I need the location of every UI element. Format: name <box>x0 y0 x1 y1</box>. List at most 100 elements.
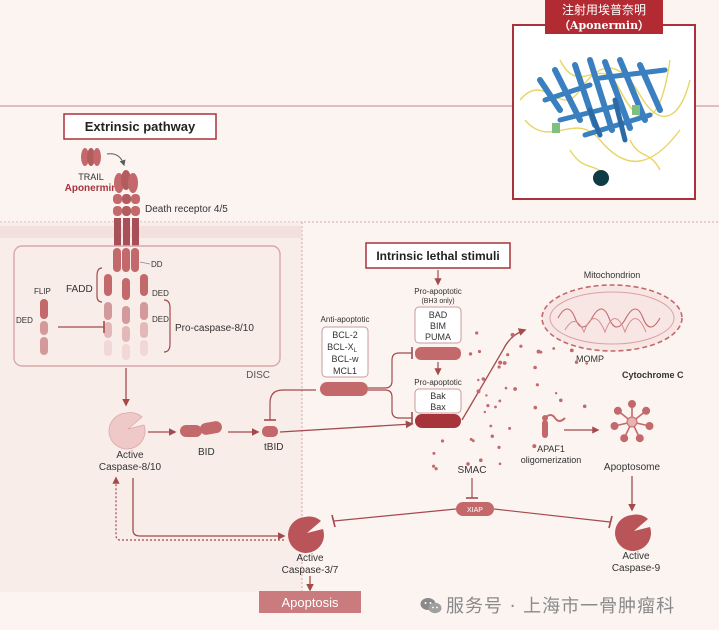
xiap-inhibits-casp37-line <box>333 508 457 522</box>
pro-apoptotic-label: Pro-apoptotic <box>414 378 462 387</box>
molecule-dot <box>479 458 483 463</box>
apoptosis-box <box>259 591 361 613</box>
procaspase-label: Pro-caspase-8/10 <box>175 323 254 334</box>
apoptosome <box>610 400 654 443</box>
active-caspase-37-shape <box>288 516 325 553</box>
caspase8-to-caspase37-arrow <box>132 478 286 540</box>
molecule-dot <box>504 386 508 390</box>
active-caspase-37-line2: Caspase-3/7 <box>282 565 339 576</box>
tbid-protein <box>262 426 278 437</box>
molecule-dot <box>554 392 558 395</box>
cell-membrane <box>0 226 302 238</box>
fadd-proteins <box>104 274 148 300</box>
inset-title-en: （Aponermin） <box>559 19 649 32</box>
bax-protein <box>415 414 461 428</box>
aponermin-label: Aponermin <box>65 183 118 194</box>
apaf1-protein <box>542 414 566 438</box>
apaf1-line2: oligomerization <box>521 455 582 465</box>
watermark: 服务号 · 上海市一骨肿瘤科 <box>420 592 675 618</box>
molecule-dot <box>582 404 587 409</box>
molecule-dot <box>569 348 574 353</box>
molecule-dot <box>468 352 473 356</box>
molecule-dot <box>533 365 537 370</box>
wechat-icon <box>420 598 442 614</box>
molecule-dot <box>559 398 563 403</box>
anti-inhibits-bax-line <box>368 389 412 419</box>
molecule-dot <box>535 383 540 387</box>
anti-item-1: BCL-2 <box>332 330 358 340</box>
bh3-title-line2: (BH3 only) <box>421 298 454 305</box>
molecule-dot <box>498 462 502 466</box>
bh3-item-3: PUMA <box>425 332 451 342</box>
bh3-title-line1: Pro-apoptotic <box>414 287 462 296</box>
anti-item-2: BCL-XL <box>327 342 358 354</box>
fadd-bracket <box>96 267 103 303</box>
molecule-dot <box>477 349 482 354</box>
molecule-dot <box>471 439 475 443</box>
active-caspase-9-line1: Active <box>622 551 650 562</box>
anti-inhibits-bh3-line <box>368 352 412 389</box>
apoptosome-subunit <box>610 422 619 430</box>
apoptosome-subunit <box>620 434 629 443</box>
molecule-dot <box>434 467 438 471</box>
active-caspase-37-line1: Active <box>296 553 324 564</box>
mitochondrion <box>541 284 683 352</box>
tbid-to-bax-arrow <box>279 420 414 433</box>
bh3-item-1: BAD <box>429 310 448 320</box>
dd-leader <box>139 261 151 265</box>
apoptosome-subunit <box>628 400 636 408</box>
molecule-dot <box>536 349 541 354</box>
intrinsic-title-box <box>365 242 511 269</box>
molecule-dot <box>498 399 502 403</box>
effector-item-2: Bax <box>430 402 446 412</box>
death-receptor-label: Death receptor 4/5 <box>145 204 228 215</box>
dd-label: DD <box>151 260 163 269</box>
flip-label: FLIP <box>34 287 51 296</box>
ded-right-label: DED <box>152 315 169 324</box>
binding-arrow <box>106 153 126 167</box>
molecule-dot <box>585 362 588 365</box>
molecule-dot <box>440 439 445 443</box>
xiap-label: XIAP <box>467 507 483 514</box>
molecule-dot <box>532 444 537 449</box>
bid-label: BID <box>198 447 215 458</box>
molecule-dot <box>490 434 494 438</box>
procaspase-proteins <box>104 302 148 360</box>
anti-item-3: BCL-w <box>331 354 359 364</box>
anti-inhibits-tbid-line <box>269 389 316 420</box>
molecule-dot <box>432 451 436 455</box>
xiap-inhibits-casp37-bar <box>331 514 336 528</box>
active-caspase-8-shape <box>108 412 146 450</box>
molecule-dot <box>497 445 501 449</box>
disc-label: DISC <box>246 370 270 381</box>
disc-box <box>13 245 281 367</box>
molecule-dot <box>481 377 486 381</box>
anti-apoptotic-label: Anti-apoptotic <box>321 315 370 324</box>
momp-label: MOMP <box>576 354 604 364</box>
extrinsic-region <box>0 222 302 592</box>
molecule-dot <box>519 344 523 348</box>
molecule-dot <box>489 424 493 428</box>
ded-left-label: DED <box>16 316 33 325</box>
ded-label: DED <box>152 289 169 298</box>
bh3-protein <box>415 347 461 360</box>
anti-item-4: MCL1 <box>333 366 357 376</box>
extrinsic-title: Extrinsic pathway <box>85 119 196 134</box>
protein-structure-image <box>519 57 691 186</box>
molecule-dot <box>510 332 515 337</box>
bh3-box <box>414 306 462 344</box>
anti-apoptotic-protein <box>320 382 368 396</box>
molecule-dot <box>506 353 510 357</box>
trail-ligand <box>81 148 101 166</box>
tbid-label: tBID <box>264 442 283 453</box>
bh3-item-2: BIM <box>430 321 446 331</box>
fadd-label: FADD <box>66 284 93 295</box>
molecule-dot <box>494 405 497 409</box>
cytochrome-label: Cytochrome C <box>622 370 684 380</box>
xiap-inhibits-casp9-line <box>493 508 611 523</box>
death-receptor <box>113 170 140 272</box>
anti-apoptotic-box <box>321 326 369 378</box>
intrinsic-title: Intrinsic lethal stimuli <box>376 249 499 263</box>
molecule-dot <box>533 405 538 410</box>
